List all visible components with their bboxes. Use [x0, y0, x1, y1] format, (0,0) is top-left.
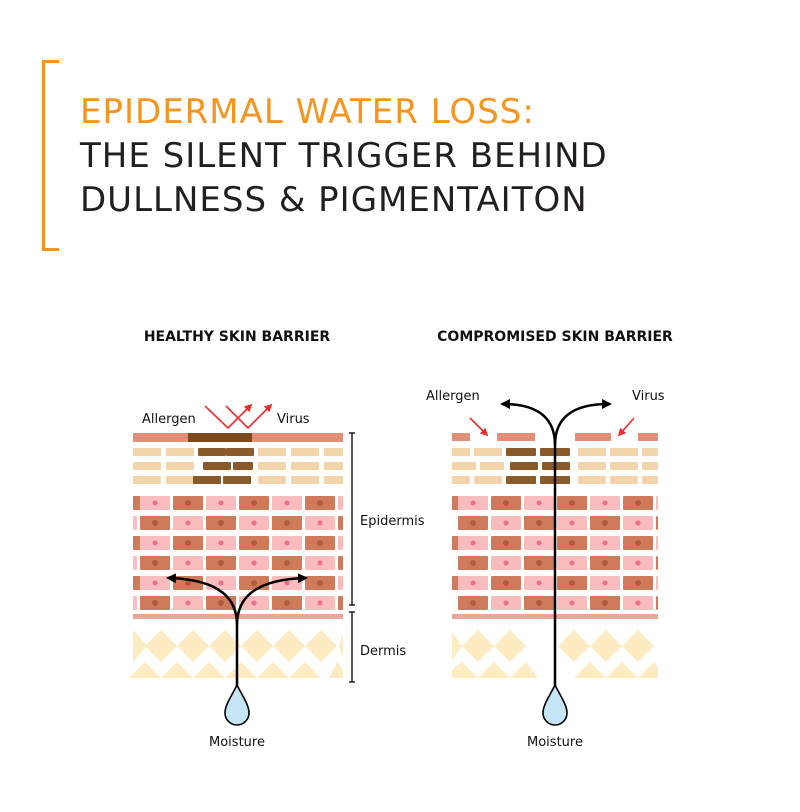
granular-layer	[133, 448, 343, 484]
skin-barrier-diagram: HEALTHY SKIN BARRIER	[129, 329, 673, 750]
healthy-allergen-label: Allergen	[142, 412, 196, 427]
compromised-panel-heading: COMPROMISED SKIN BARRIER	[437, 329, 673, 345]
allergen-arrow-icon	[469, 417, 489, 437]
healthy-virus-label: Virus	[277, 412, 310, 427]
healthy-panel: HEALTHY SKIN BARRIER	[129, 329, 343, 750]
moisture-path-arrow-icon	[166, 573, 308, 688]
dermis-label: Dermis	[360, 644, 406, 659]
layer-brackets	[349, 432, 355, 683]
moisture-escape-arrow-icon	[500, 399, 612, 688]
deflection-arrows-icon	[204, 403, 273, 430]
compromised-spinous-layer	[452, 496, 658, 610]
compromised-water-droplet-icon	[542, 683, 568, 726]
compromised-granular-layer	[452, 448, 658, 484]
title-line-2: THE SILENT TRIGGER BEHIND	[80, 136, 608, 176]
header: EPIDERMAL WATER LOSS: THE SILENT TRIGGER…	[0, 0, 800, 260]
compromised-allergen-label: Allergen	[426, 389, 480, 404]
title-line-3: DULLNESS & PIGMENTAITON	[80, 180, 588, 220]
epidermis-label: Epidermis	[360, 514, 425, 529]
compromised-panel: COMPROMISED SKIN BARRIER	[426, 329, 673, 750]
spinous-layer	[133, 496, 343, 610]
virus-arrow-icon	[617, 417, 635, 437]
title-line-1: EPIDERMAL WATER LOSS:	[80, 92, 535, 132]
compromised-dermis-layer	[452, 630, 658, 678]
corneum-dark-segment	[188, 433, 252, 442]
water-droplet-icon	[224, 683, 250, 726]
healthy-panel-heading: HEALTHY SKIN BARRIER	[144, 329, 331, 345]
dermis-layer	[129, 630, 343, 678]
healthy-moisture-label: Moisture	[209, 735, 265, 750]
orange-bracket-decoration	[42, 60, 59, 251]
broken-corneum-strip	[452, 433, 658, 441]
compromised-virus-label: Virus	[632, 389, 665, 404]
compromised-moisture-label: Moisture	[527, 735, 583, 750]
